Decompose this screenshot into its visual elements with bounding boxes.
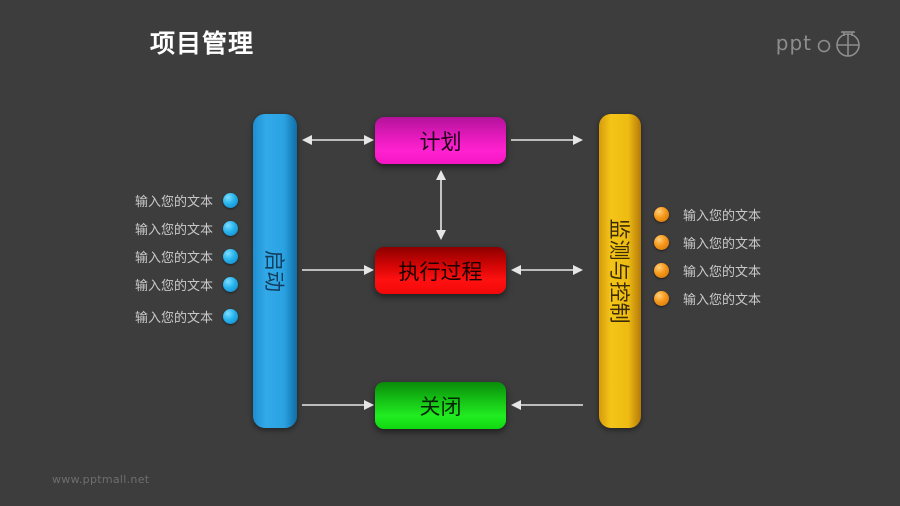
bullet-dot-icon — [223, 276, 238, 292]
stage-close[interactable]: 关闭 — [375, 382, 506, 429]
bullet-dot-icon — [223, 192, 238, 208]
list-item[interactable]: 输入您的文本 — [118, 214, 238, 242]
brand-logo: ppt — [776, 28, 872, 58]
page-title: 项目管理 — [150, 29, 255, 58]
connector-start-execution-icon — [302, 261, 374, 283]
left-bullet-label: 输入您的文本 — [134, 194, 213, 210]
connector-plan-execution-icon — [432, 170, 450, 244]
list-item[interactable]: 输入您的文本 — [118, 186, 238, 214]
connector-start-close-icon — [302, 396, 374, 418]
list-item[interactable]: 输入您的文本 — [118, 242, 238, 270]
bullet-dot-icon — [223, 308, 238, 324]
stage-close-label: 关闭 — [419, 394, 462, 419]
stage-execution-label: 执行过程 — [398, 259, 483, 284]
stage-execution[interactable]: 执行过程 — [375, 247, 506, 294]
left-bullet-label: 输入您的文本 — [134, 222, 213, 238]
bullet-dot-icon — [223, 220, 238, 236]
bullet-dot-icon — [654, 262, 669, 278]
left-bullet-list: 输入您的文本 输入您的文本 输入您的文本 输入您的文本 输入您的文本 — [118, 186, 238, 330]
list-item[interactable]: 输入您的文本 — [118, 270, 238, 298]
list-item[interactable]: 输入您的文本 — [654, 284, 761, 312]
bullet-dot-icon — [654, 206, 669, 222]
list-item[interactable]: 输入您的文本 — [654, 200, 761, 228]
list-item[interactable]: 输入您的文本 — [118, 302, 238, 330]
pptmall-logo-icon — [816, 28, 872, 58]
connector-monitor-close-icon — [511, 396, 583, 418]
bullet-dot-icon — [654, 290, 669, 306]
left-bullet-label: 输入您的文本 — [134, 310, 213, 326]
stage-plan[interactable]: 计划 — [375, 117, 506, 164]
bullet-dot-icon — [223, 248, 238, 264]
list-item[interactable]: 输入您的文本 — [654, 228, 761, 256]
stage-plan-label: 计划 — [419, 129, 462, 154]
right-bullet-label: 输入您的文本 — [683, 292, 762, 308]
bullet-dot-icon — [654, 234, 669, 250]
footer-url: www.pptmall.net — [52, 473, 150, 486]
pillar-start[interactable]: 启动 — [253, 114, 297, 428]
pillar-start-label: 启动 — [262, 250, 286, 292]
connector-execution-monitor-icon — [511, 261, 583, 283]
right-bullet-list: 输入您的文本 输入您的文本 输入您的文本 输入您的文本 — [654, 200, 761, 312]
pillar-monitor-control-label: 监测与控制 — [607, 218, 631, 324]
logo-wordmark: ppt — [775, 31, 812, 55]
right-bullet-label: 输入您的文本 — [683, 208, 762, 224]
connector-plan-monitor-icon — [511, 131, 583, 153]
right-bullet-label: 输入您的文本 — [683, 236, 762, 252]
connector-start-plan-icon — [302, 131, 374, 153]
list-item[interactable]: 输入您的文本 — [654, 256, 761, 284]
right-bullet-label: 输入您的文本 — [683, 264, 762, 280]
left-bullet-label: 输入您的文本 — [134, 250, 213, 266]
pillar-monitor-control[interactable]: 监测与控制 — [599, 114, 641, 428]
left-bullet-label: 输入您的文本 — [134, 278, 213, 294]
